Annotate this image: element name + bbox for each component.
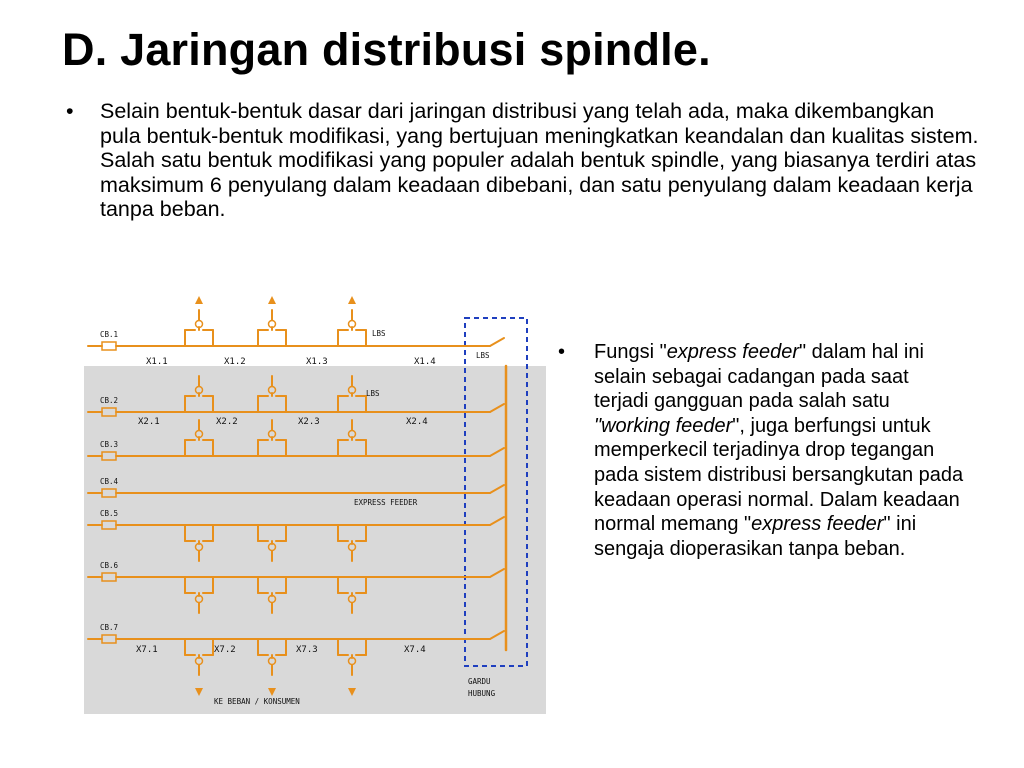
- lbs-label: LBS: [366, 389, 380, 398]
- side-text-emphasis: express feeder: [666, 341, 799, 363]
- section-label: X2.4: [406, 417, 428, 427]
- section-label: X7.3: [296, 645, 318, 655]
- bullet-marker: •: [558, 341, 566, 363]
- lbs-label: LBS: [372, 329, 386, 338]
- diagram-background: [84, 366, 546, 714]
- section-label: X2.1: [138, 417, 160, 427]
- switch-symbol: [489, 447, 505, 457]
- bullet-marker: •: [66, 99, 74, 123]
- side-text-part: Fungsi ": [594, 341, 667, 363]
- section-label: X1.1: [146, 357, 168, 367]
- switch-symbol: [489, 630, 505, 640]
- gardu-label: GARDU: [468, 677, 491, 686]
- section-label: X1.3: [306, 357, 328, 367]
- load-arrow: [268, 296, 276, 304]
- breaker-label: CB.7: [100, 623, 118, 632]
- breaker-label: CB.6: [100, 561, 119, 570]
- breaker-symbol: [101, 341, 117, 351]
- breaker-label: CB.5: [100, 509, 118, 518]
- switch-symbol: [489, 516, 505, 526]
- slide-title: D. Jaringan distribusi spindle.: [62, 24, 711, 75]
- section-label: X7.1: [136, 645, 158, 655]
- breaker-label: CB.3: [100, 440, 118, 449]
- load-arrow: [348, 296, 356, 304]
- side-bullet-text: Fungsi "express feeder" dalam hal ini se…: [594, 340, 966, 561]
- side-text-part: " ini sengaja dioperasikan tanpa beban.: [594, 513, 917, 560]
- main-bullet-text: Selain bentuk-bentuk dasar dari jaringan…: [100, 99, 979, 221]
- switch-symbol: [489, 403, 505, 413]
- section-label: X2.2: [216, 417, 238, 427]
- lbs-label: LBS: [476, 351, 490, 360]
- switch-symbol: [489, 337, 505, 347]
- gardu-label: HUBUNG: [468, 689, 496, 698]
- side-text-part: " dalam hal ini selain sebagai cadangan …: [594, 341, 924, 413]
- section-label: X1.4: [414, 357, 436, 367]
- breaker-label: CB.1: [100, 330, 118, 339]
- load-label: KE BEBAN / KONSUMEN: [214, 697, 300, 706]
- side-text-emphasis: "working feeder: [594, 414, 733, 437]
- load-arrow: [195, 688, 203, 696]
- express-feeder-label: EXPRESS FEEDER: [354, 498, 418, 507]
- load-arrow: [195, 296, 203, 304]
- switch-symbol: [489, 484, 505, 494]
- breaker-label: CB.4: [100, 477, 119, 486]
- section-label: X7.4: [404, 645, 426, 655]
- breaker-label: CB.2: [100, 396, 118, 405]
- load-arrow: [268, 688, 276, 696]
- gardu-hubung-box: [464, 317, 528, 667]
- side-text-part: ", juga berfungsi untuk memperkecil terj…: [594, 414, 964, 536]
- section-label: X1.2: [224, 357, 246, 367]
- section-label: X2.3: [298, 417, 320, 427]
- section-label: X7.2: [214, 645, 236, 655]
- load-arrow: [348, 688, 356, 696]
- switch-symbol: [489, 568, 505, 578]
- side-text-emphasis: express feeder: [751, 513, 884, 536]
